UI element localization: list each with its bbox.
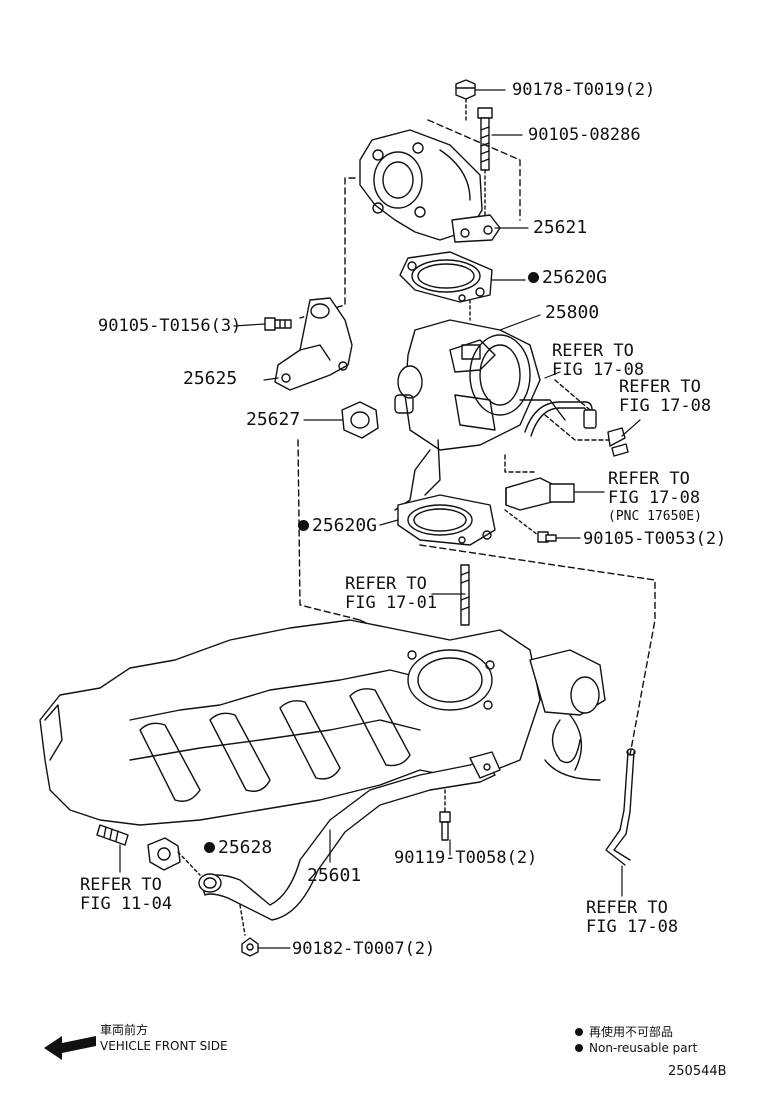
bolt-90119-t0058-part [439, 789, 451, 841]
callout-25628: 25628 [204, 838, 272, 857]
callout-25620g-bottom: 25620G [298, 516, 377, 535]
callout-90105-08286: 90105-08286 [528, 125, 641, 145]
refer-line: FIG 17-08 [608, 488, 701, 508]
gasket-25627-part [341, 401, 379, 439]
vehicle-front-jp: 車両前方 [100, 1023, 149, 1037]
legend-en: Non-reusable part [575, 1041, 697, 1055]
callout-25620g-top: 25620G [528, 268, 607, 287]
non-reusable-dot-icon [204, 842, 215, 853]
refer-line: REFER TO [80, 875, 162, 895]
refer-line: FIG 17-08 [619, 396, 712, 416]
refer-line: REFER TO [586, 898, 668, 918]
bolt-90105-t0156-part [264, 317, 292, 331]
bracket-25625-part [274, 297, 353, 391]
refer-line: REFER TO [608, 469, 690, 489]
refer-line: FIG 11-04 [80, 894, 173, 914]
stud-11-04-part [96, 824, 129, 846]
refer-line: FIG 17-01 [345, 593, 438, 613]
leader-lines [119, 89, 641, 949]
gasket-25628-part [147, 837, 201, 876]
bolt-90105-t0053-part [504, 509, 557, 543]
hose-connector-part [524, 379, 629, 457]
refer-line: REFER TO [345, 574, 427, 594]
refer-line: FIG 17-08 [586, 917, 679, 937]
callout-25625: 25625 [183, 368, 238, 389]
callout-25627: 25627 [246, 409, 301, 430]
callout-25621: 25621 [533, 217, 588, 238]
refer-line: REFER TO [619, 377, 701, 397]
non-reusable-dot-icon [528, 272, 539, 283]
vehicle-front-en: VEHICLE FRONT SIDE [100, 1039, 228, 1053]
intake-manifold-part [39, 619, 606, 826]
callout-25601: 25601 [307, 865, 362, 886]
refer-line: REFER TO [552, 341, 634, 361]
sensor-17650e-part [504, 454, 575, 511]
callout-90105-t0156: 90105-T0156(3) [98, 316, 242, 336]
stud-bolt-part [460, 564, 470, 626]
callout-90105-t0053: 90105-T0053(2) [583, 529, 727, 549]
legend-dot-icon [575, 1028, 583, 1036]
egr-pipe-25601-part [198, 751, 501, 936]
callout-90119-t0058: 90119-T0058(2) [394, 848, 538, 868]
nut-90182-t0007-part [241, 937, 259, 957]
callout-90182-t0007: 90182-T0007(2) [292, 939, 436, 959]
non-reusable-dot-icon [298, 520, 309, 531]
callout-90178-t0019: 90178-T0019(2) [512, 80, 656, 100]
legend-dot-icon [575, 1044, 583, 1052]
vacuum-hose-part [605, 748, 636, 866]
egr-valve-25800-part [394, 299, 566, 511]
egr-pipe-elbow-part [359, 129, 501, 243]
diagram-id: 250544B [668, 1064, 727, 1079]
legend-jp: 再使用不可部品 [575, 1023, 673, 1040]
callout-25800: 25800 [545, 302, 600, 323]
gasket-bottom-part [397, 494, 496, 546]
vehicle-front-arrow-icon [44, 1036, 96, 1060]
nut-90178-part [455, 79, 476, 124]
gasket-top-part [399, 251, 493, 303]
refer-line: FIG 17-08 [552, 360, 645, 380]
refer-pnc-note: (PNC 17650E) [608, 509, 702, 524]
